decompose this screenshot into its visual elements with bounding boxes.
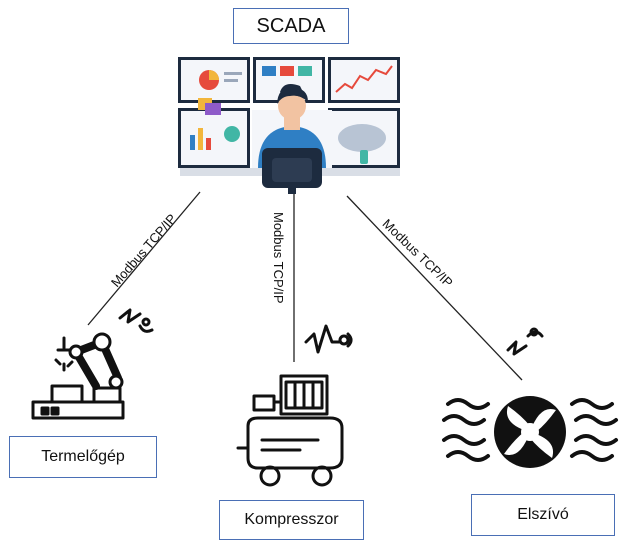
signal-icon-left — [118, 308, 154, 333]
scada-title: SCADA — [256, 14, 326, 37]
exhaust-fan-icon — [442, 396, 618, 468]
signal-icon-center — [304, 324, 353, 354]
device-box-kompresszor: Kompresszor — [219, 500, 364, 540]
device-box-termelogep: Termelőgép — [9, 436, 157, 478]
device-label-termelogep: Termelőgép — [41, 448, 125, 465]
air-compressor-icon — [236, 374, 344, 487]
link-label-center: Modbus TCP/IP — [271, 212, 286, 304]
device-box-elszivo: Elszívó — [471, 494, 615, 536]
operator-workstation-icon — [178, 57, 400, 194]
robot-arm-icon — [31, 332, 125, 420]
link-line-left — [87, 191, 201, 326]
signal-icon-right — [506, 327, 544, 356]
device-label-elszivo: Elszívó — [517, 506, 569, 523]
device-label-kompresszor: Kompresszor — [244, 511, 339, 528]
scada-title-box: SCADA — [233, 8, 349, 44]
link-line-right — [346, 195, 523, 381]
